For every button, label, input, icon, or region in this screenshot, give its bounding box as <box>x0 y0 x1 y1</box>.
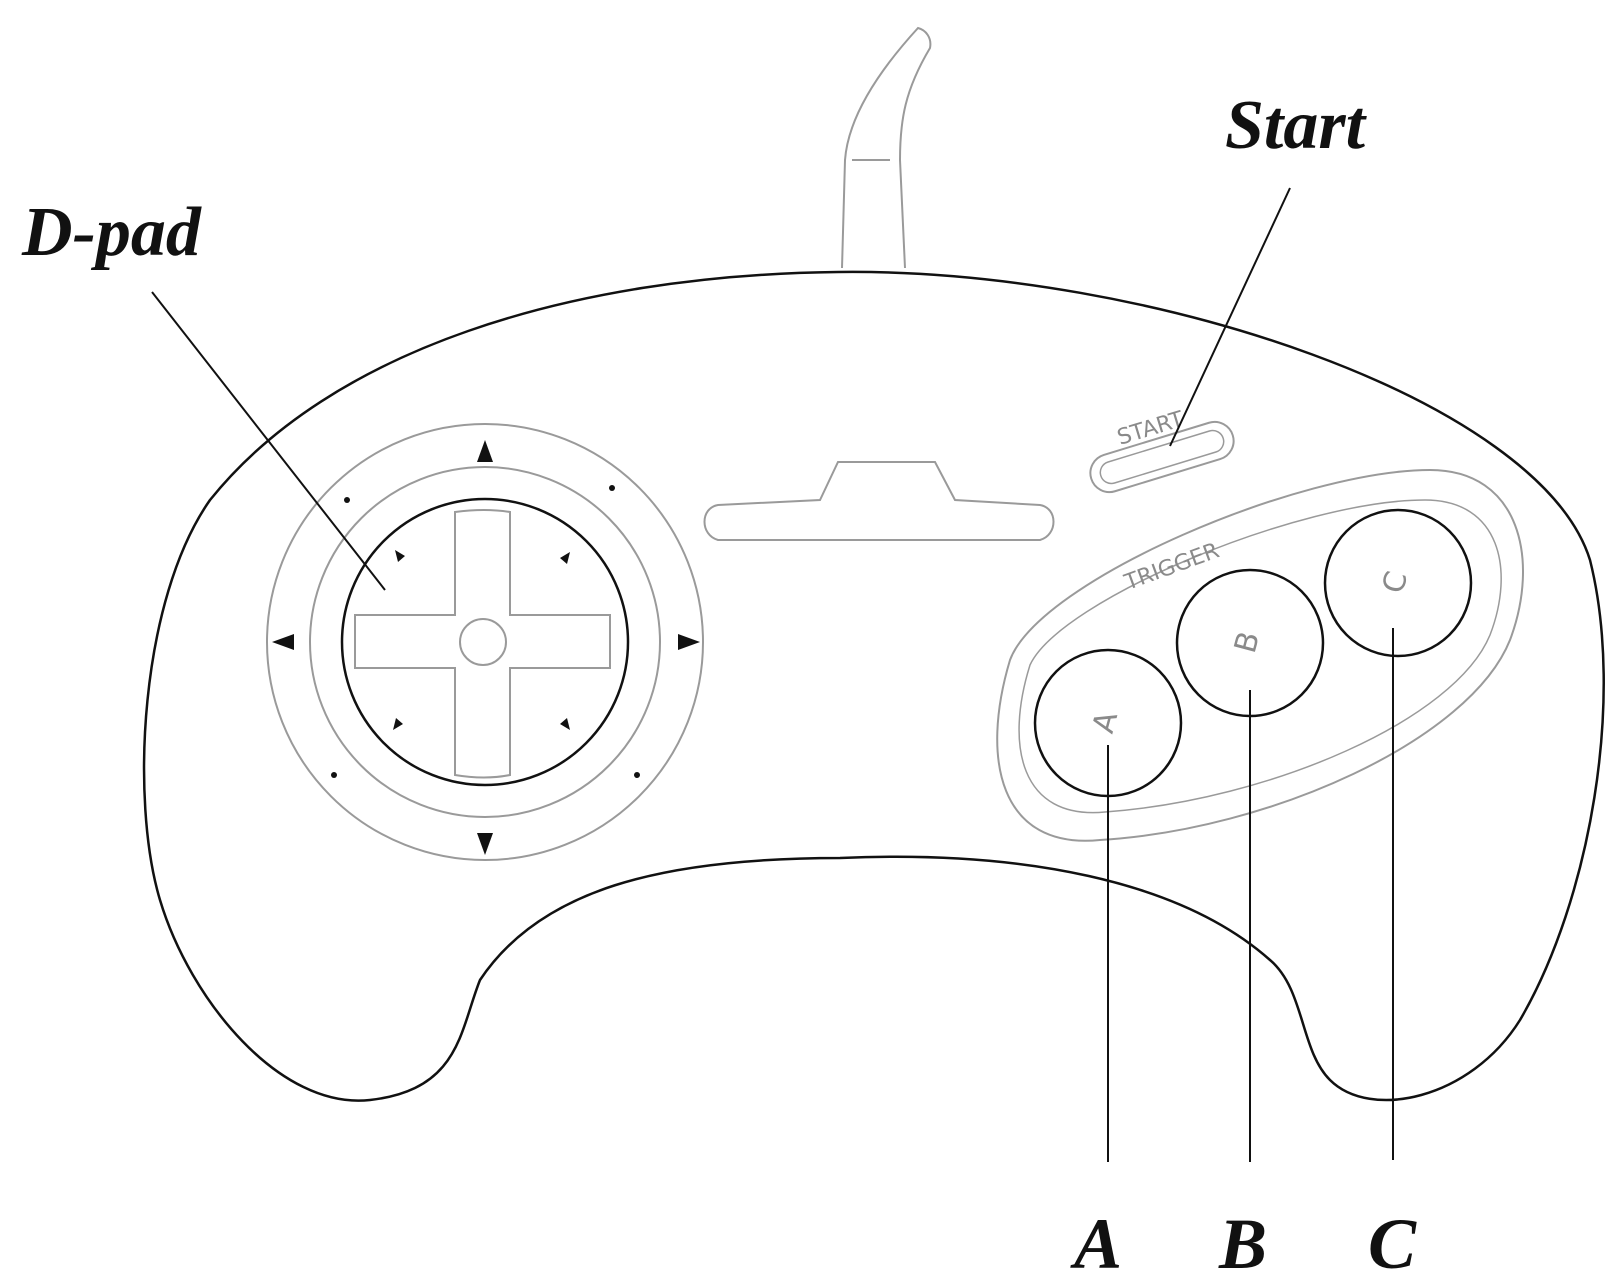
button-c-marking: C <box>1376 568 1415 597</box>
button-a-marking: A <box>1086 707 1125 736</box>
diagonal-dot-icon <box>609 485 615 491</box>
dpad-center <box>459 618 507 666</box>
dpad-cross[interactable] <box>354 509 611 779</box>
dpad-label: D-pad <box>21 194 202 271</box>
dpad-mid-ring <box>309 466 661 818</box>
arrow-up-icon <box>477 440 493 462</box>
start-button-inner <box>1099 429 1225 485</box>
diagonal-dot-icon <box>344 497 350 503</box>
trigger-panel-inner <box>1018 499 1502 814</box>
center-slot <box>703 461 1055 541</box>
button-c[interactable]: C <box>1323 508 1473 658</box>
cable <box>841 26 932 269</box>
a-label: A <box>1070 1204 1122 1280</box>
diagonal-marker-icon <box>560 552 570 564</box>
arrow-down-icon <box>477 833 493 855</box>
diagonal-dot-icon <box>634 772 640 778</box>
diagonal-marker-icon <box>560 718 570 730</box>
trigger-marking: TRIGGER <box>1121 538 1223 596</box>
arrow-right-icon <box>678 634 700 650</box>
b-label: B <box>1218 1204 1267 1280</box>
start-button[interactable] <box>1086 417 1239 497</box>
controller-body <box>142 270 1605 1102</box>
dpad-assembly <box>266 423 704 861</box>
dpad-inner-ring <box>340 497 630 787</box>
diagonal-marker-icon <box>395 550 405 562</box>
start-button-group: START <box>1086 407 1239 497</box>
diagonal-marker-icon <box>393 718 403 730</box>
c-label: C <box>1368 1204 1417 1280</box>
arrow-left-icon <box>272 634 294 650</box>
start-label: Start <box>1225 87 1368 164</box>
diagonal-dot-icon <box>331 772 337 778</box>
button-b-marking: B <box>1228 628 1267 657</box>
trigger-panel-outer <box>996 468 1524 842</box>
start-marking: START <box>1114 407 1187 451</box>
start-leader-line <box>1169 187 1291 447</box>
dpad-leader-line <box>151 291 386 591</box>
dpad-outer-ring <box>266 423 704 861</box>
